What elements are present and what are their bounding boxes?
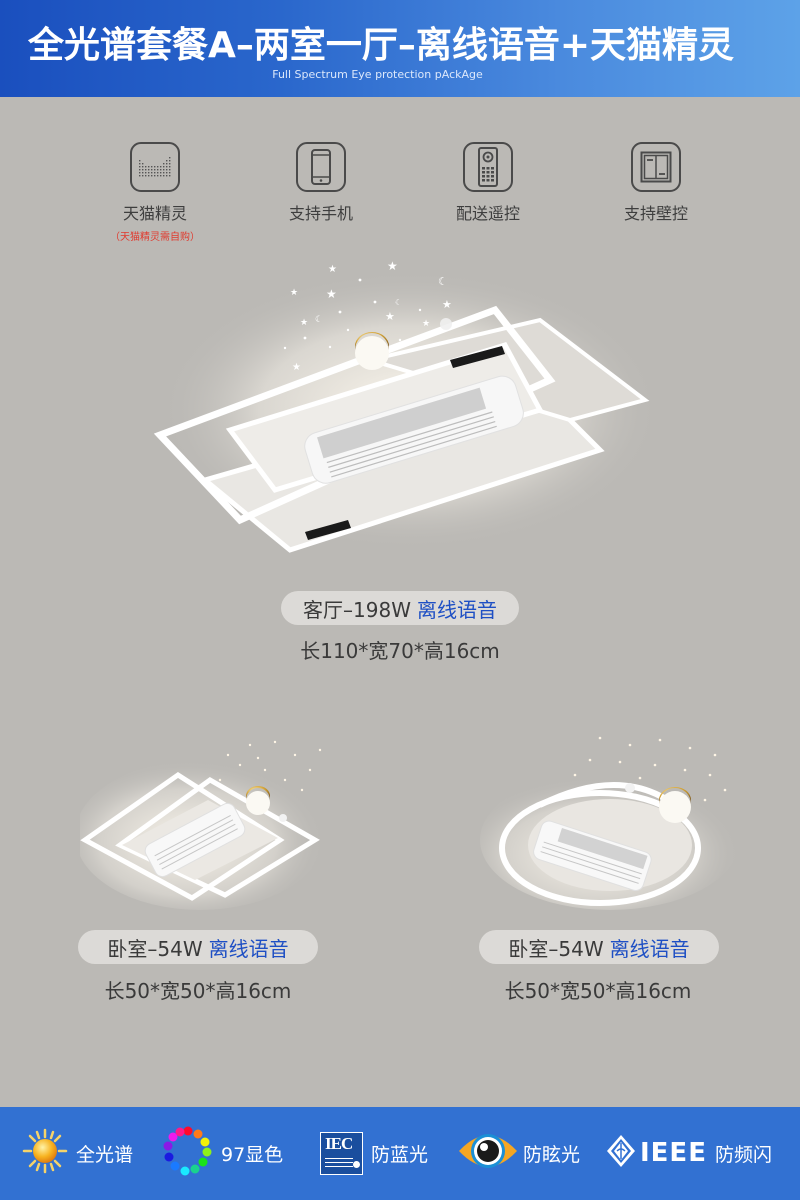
page-subtitle: Full Spectrum Eye protection pAckAge bbox=[272, 68, 483, 81]
wall-switch-icon bbox=[631, 142, 681, 192]
badge-label: 防蓝光 bbox=[371, 1143, 429, 1166]
svg-text:★: ★ bbox=[292, 362, 301, 373]
ieee-logo-text: IEEE bbox=[640, 1138, 707, 1168]
header-banner: 全光谱套餐A–两室一厅–离线语音+天猫精灵 Full Spectrum Eye … bbox=[0, 0, 800, 97]
svg-text:★: ★ bbox=[328, 264, 337, 275]
feature-row: 天猫精灵 （天猫精灵需自购） 支持手机 bbox=[0, 140, 800, 243]
feature-label: 天猫精灵 bbox=[122, 204, 187, 223]
ieee-logo-icon bbox=[606, 1134, 636, 1172]
feature-label: 配送遥控 bbox=[455, 204, 520, 223]
svg-text:★: ★ bbox=[422, 319, 430, 329]
badge-anti-blue-light: IEC 防蓝光 bbox=[320, 1129, 428, 1177]
bedroom-round-lamp-image bbox=[480, 730, 760, 910]
smart-speaker-icon bbox=[130, 142, 180, 192]
feature-remote: 配送遥控 bbox=[418, 140, 558, 224]
certification-banner: 全光谱 97显色 IEC bbox=[0, 1107, 800, 1200]
feature-phone: 支持手机 bbox=[251, 140, 391, 224]
page-title: 全光谱套餐A–两室一厅–离线语音+天猫精灵 bbox=[28, 25, 735, 66]
feature-note: （天猫精灵需自购） bbox=[110, 232, 200, 243]
voice-tag: 离线语音 bbox=[609, 936, 690, 961]
feature-label: 支持壁控 bbox=[623, 204, 688, 223]
bedroom1-dimensions: 长50*宽50*高16cm bbox=[104, 979, 292, 1003]
badge-label: 97显色 bbox=[221, 1143, 284, 1166]
svg-text:☾: ☾ bbox=[315, 315, 323, 325]
feature-label: 支持手机 bbox=[288, 204, 353, 223]
badge-anti-flicker: IEEE 防频闪 bbox=[606, 1129, 772, 1177]
badge-cri-97: 97显色 bbox=[163, 1126, 284, 1180]
badge-label: 防眩光 bbox=[523, 1143, 581, 1166]
svg-text:★: ★ bbox=[290, 288, 298, 298]
iec-logo-icon: IEC bbox=[320, 1131, 363, 1175]
remote-control-icon bbox=[463, 142, 513, 192]
svg-text:☾: ☾ bbox=[395, 298, 402, 307]
voice-tag: 离线语音 bbox=[208, 936, 289, 961]
badge-label: 全光谱 bbox=[76, 1143, 134, 1166]
svg-text:★: ★ bbox=[300, 318, 308, 328]
sun-icon bbox=[22, 1128, 68, 1178]
room-power: 卧室–54W bbox=[508, 936, 604, 961]
room-power: 客厅–198W bbox=[303, 597, 411, 622]
voice-tag: 离线语音 bbox=[416, 597, 497, 622]
svg-text:★: ★ bbox=[385, 310, 395, 323]
badge-label: 防频闪 bbox=[714, 1143, 772, 1166]
feature-tmall-genie: 天猫精灵 （天猫精灵需自购） bbox=[85, 140, 225, 243]
color-ring-icon bbox=[163, 1126, 213, 1180]
bedroom2-dimensions: 长50*宽50*高16cm bbox=[504, 979, 692, 1003]
bedroom-square-lamp-image bbox=[75, 730, 360, 910]
living-room-dimensions: 长110*宽70*高16cm bbox=[300, 639, 500, 663]
svg-text:☾: ☾ bbox=[438, 275, 448, 288]
iec-logo-text: IEC bbox=[325, 1133, 353, 1153]
room-power: 卧室–54W bbox=[107, 936, 203, 961]
phone-icon bbox=[296, 142, 346, 192]
svg-text:★: ★ bbox=[387, 259, 398, 273]
badge-anti-glare: 防眩光 bbox=[457, 1129, 580, 1177]
svg-text:★: ★ bbox=[326, 287, 337, 301]
badge-full-spectrum: 全光谱 bbox=[22, 1128, 134, 1178]
svg-text:★: ★ bbox=[442, 298, 452, 311]
eye-icon bbox=[457, 1128, 519, 1178]
living-room-lamp-image: ★ ★ ☾ ★ ★ ★ ★ ☾ ★ ☾ ★ ★ bbox=[150, 250, 660, 560]
feature-wall-switch: 支持壁控 bbox=[586, 140, 726, 224]
